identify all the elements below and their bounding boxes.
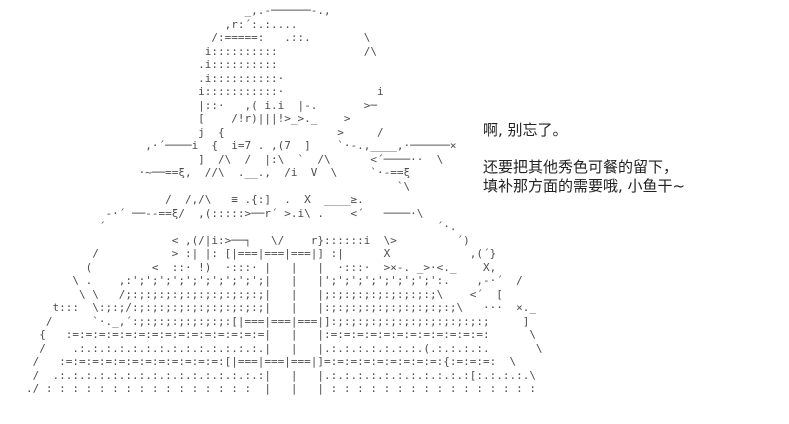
ascii-art-character: _,.-──────-., ,r:´:.:.... /:=====: .::. …	[26, 4, 543, 395]
dialogue-line-3: 填补那方面的需要哦, 小鱼干~	[483, 177, 686, 195]
dialogue-text: 啊, 别忘了。 还要把其他秀色可餐的留下， 填补那方面的需要哦, 小鱼干~	[483, 121, 685, 196]
dialogue-line-2: 还要把其他秀色可餐的留下，	[483, 158, 679, 176]
dialogue-line-1: 啊, 别忘了。	[483, 121, 568, 139]
